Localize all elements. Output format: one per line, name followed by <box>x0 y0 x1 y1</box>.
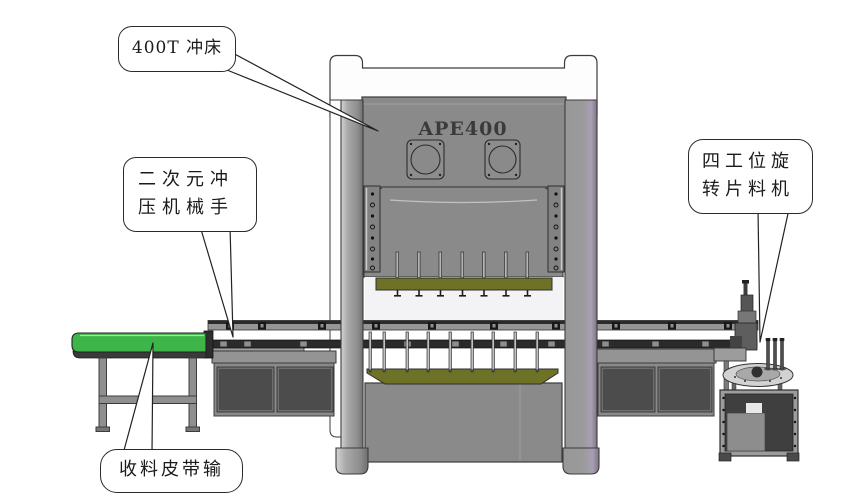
transfer-rail-lower <box>207 339 758 349</box>
rotary-turntable <box>722 363 794 393</box>
callout-belt: 收料皮带输 <box>100 449 243 493</box>
callout-press: 400T 冲床 <box>118 26 236 72</box>
transfer-rail-upper <box>207 320 759 331</box>
lower-die-bar <box>366 368 559 385</box>
callout-robot-line2: 压机械手 <box>138 197 234 218</box>
right-base-table <box>595 348 717 417</box>
callout-belt-text: 收料皮带输 <box>119 459 224 480</box>
collection-conveyor <box>71 330 214 432</box>
rotary-cabinet <box>718 389 800 462</box>
press-column-left <box>335 99 369 475</box>
rotary-feeder-arm <box>730 280 758 351</box>
right-table-panels <box>600 366 713 413</box>
press-round-port-right <box>484 139 521 180</box>
press-round-port-left <box>406 139 445 180</box>
callout-leader-lines <box>122 50 790 455</box>
press-head: APE400 <box>361 96 567 189</box>
callout-press-text: 400T 冲床 <box>131 38 223 58</box>
rotary-guide-rods <box>764 338 786 371</box>
press-column-right <box>562 99 600 475</box>
left-table-panels <box>216 366 334 413</box>
rotary-feeder-platform <box>713 347 747 362</box>
callout-rotary-line2: 转片料机 <box>702 179 794 200</box>
press-guide-plate-left <box>363 185 381 273</box>
upper-die-bar <box>375 277 553 297</box>
press-model-text: APE400 <box>417 118 507 140</box>
rotary-feeder <box>713 280 800 462</box>
callout-robot-line1: 二次元冲 <box>138 169 234 190</box>
callout-robot: 二次元冲 压机械手 <box>123 157 257 232</box>
callout-rotary-line1: 四工位旋 <box>702 151 794 172</box>
left-base-table <box>211 344 337 417</box>
lower-die-pins <box>368 331 539 373</box>
callout-rotary: 四工位旋 转片料机 <box>688 139 813 214</box>
press-guide-plate-right <box>547 185 565 273</box>
press-base <box>364 382 563 463</box>
leader-rotary <box>757 208 790 343</box>
